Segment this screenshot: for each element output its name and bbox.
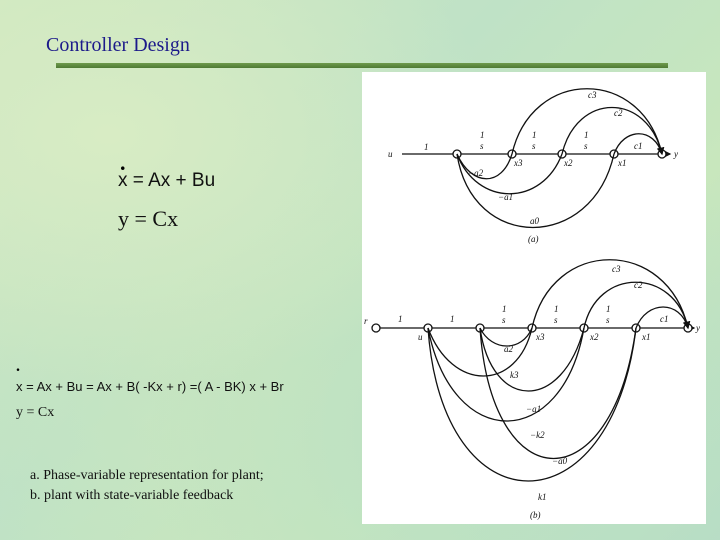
graph-b-int3: 1 (606, 304, 611, 314)
graph-b-labels: r 1 u 1 1 s 1 s 1 s x3 x2 x1 y c3 c2 c1 … (364, 264, 700, 520)
graph-a-a1: −a1 (498, 192, 513, 202)
feedback-output-equation: y = Cx (16, 405, 55, 420)
signal-flow-panel: u 1 1 s 1 s 1 s x3 x2 x1 y c3 c2 c1 −a2 … (362, 72, 706, 524)
graph-b-c2: c2 (634, 280, 643, 290)
graph-b-a2: a2 (504, 344, 514, 354)
graph-b-int2-den: s (554, 315, 558, 325)
graph-b-int1-den: s (502, 315, 506, 325)
graph-b-k2: −k2 (530, 430, 545, 440)
graph-b-k3: k3 (510, 370, 519, 380)
graph-b-a0: −a0 (552, 456, 568, 466)
graph-b-label: (b) (530, 510, 541, 520)
graph-b-output: y (695, 323, 700, 333)
graph-a-c3: c3 (588, 90, 597, 100)
graph-a-labels: u 1 1 s 1 s 1 s x3 x2 x1 y c3 c2 c1 −a2 … (388, 90, 678, 244)
graph-a-int1: 1 (480, 130, 485, 140)
slide-title: Controller Design (46, 34, 190, 56)
graph-b-input: r (364, 316, 368, 326)
graph-a-c1: c1 (634, 141, 643, 151)
feedback-state-equation: x = Ax + Bu = Ax + B( -Kx + r) =( A - BK… (16, 379, 284, 394)
title-underline (56, 63, 668, 68)
output-equation: y = Cx (118, 206, 179, 231)
graph-b-c1: c1 (660, 314, 669, 324)
graph-a-x2: x2 (563, 158, 573, 168)
graph-b-a1: −a1 (526, 404, 541, 414)
graph-b-gain-r: 1 (398, 314, 403, 324)
graph-a-int2-den: s (532, 141, 536, 151)
graph-a-c2: c2 (614, 108, 623, 118)
graph-a-int1-den: s (480, 141, 484, 151)
feedback-derivative-dot: . (16, 358, 20, 375)
graph-b-gain-u: 1 (450, 314, 455, 324)
graph-a-gain: 1 (424, 142, 429, 152)
graph-a-x1: x1 (617, 158, 627, 168)
graph-a-a2: −a2 (468, 168, 484, 178)
graph-a-a0: a0 (530, 216, 540, 226)
graph-b-x3: x3 (535, 332, 545, 342)
graph-a-input: u (388, 149, 393, 159)
graph-a-output: y (673, 149, 678, 159)
graph-a-int3: 1 (584, 130, 589, 140)
graph-b (371, 259, 696, 482)
state-derivative-dot: . (120, 150, 126, 175)
caption-feedback: b. plant with state-variable feedback (30, 488, 234, 503)
graph-a-x3: x3 (513, 158, 523, 168)
graph-b-x1: x1 (641, 332, 651, 342)
graph-b-int3-den: s (606, 315, 610, 325)
graph-b-x2: x2 (589, 332, 599, 342)
caption-plant: a. Phase-variable representation for pla… (30, 468, 264, 483)
graph-a (402, 88, 672, 229)
graph-a-label: (a) (528, 234, 539, 244)
graph-b-int2: 1 (554, 304, 559, 314)
graph-b-int1: 1 (502, 304, 507, 314)
graph-b-k1: k1 (538, 492, 547, 502)
graph-b-c3: c3 (612, 264, 621, 274)
state-equation: x = Ax + Bu (118, 170, 216, 191)
graph-a-int3-den: s (584, 141, 588, 151)
signal-flow-graphs: u 1 1 s 1 s 1 s x3 x2 x1 y c3 c2 c1 −a2 … (364, 88, 700, 520)
graph-b-node-u: u (418, 332, 423, 342)
graph-a-int2: 1 (532, 130, 537, 140)
